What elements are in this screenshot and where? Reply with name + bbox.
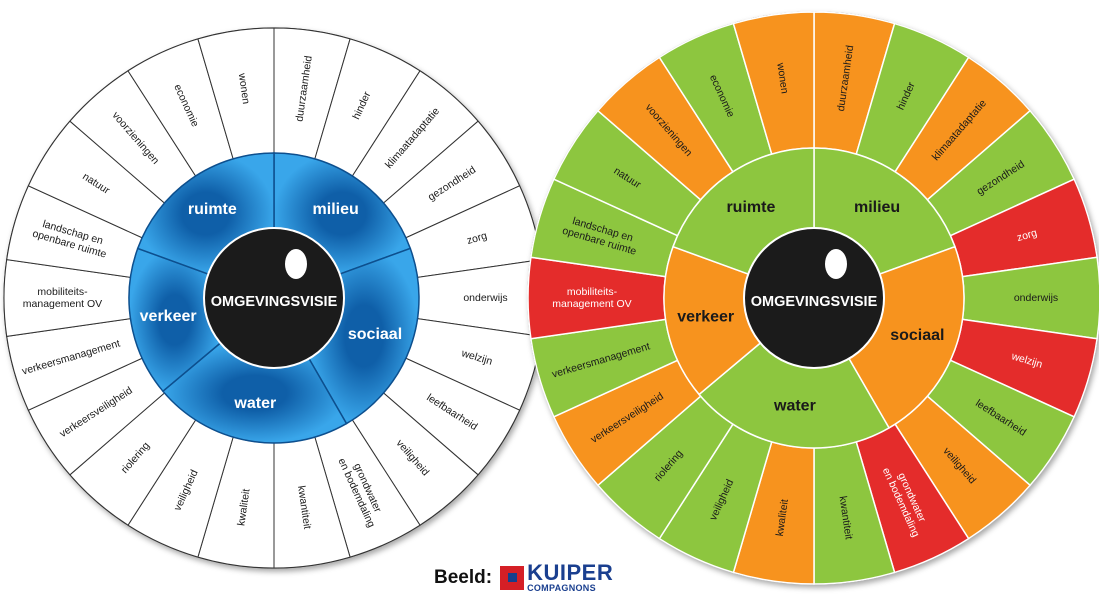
- image-credit: Beeld: KUIPER COMPAGNONS: [434, 562, 613, 593]
- theme-label-water: water: [773, 398, 816, 415]
- kuiper-compagnons-logo: KUIPER COMPAGNONS: [500, 562, 613, 593]
- theme-label-verkeer: verkeer: [140, 308, 197, 325]
- segment-label-onderwijs: onderwijs: [463, 292, 507, 304]
- logo-name: KUIPER: [527, 560, 614, 585]
- theme-label-ruimte: ruimte: [188, 201, 237, 218]
- segment-label-onderwijs: onderwijs: [1014, 292, 1058, 304]
- segment-label-zorg: zorg: [1015, 227, 1038, 244]
- pupil-highlight: [285, 249, 307, 279]
- center-label: OMGEVINGSVISIE: [211, 294, 338, 310]
- theme-label-ruimte: ruimte: [726, 199, 775, 216]
- segment-label-wonen: wonen: [236, 71, 252, 104]
- segment-label-mobiliteits-management-ov: mobiliteits-management OV: [23, 286, 102, 310]
- theme-label-sociaal: sociaal: [348, 326, 402, 343]
- theme-label-sociaal: sociaal: [890, 327, 944, 344]
- theme-label-water: water: [233, 395, 276, 412]
- center-label: OMGEVINGSVISIE: [751, 294, 878, 310]
- segment-label-kwaliteit: kwaliteit: [235, 488, 252, 527]
- segment-label-mobiliteits-management-ov: mobiliteits-management OV: [552, 286, 631, 310]
- logo-sub: COMPAGNONS: [527, 583, 596, 593]
- credit-label: Beeld:: [434, 566, 493, 588]
- segment-label-kwaliteit: kwaliteit: [774, 498, 791, 537]
- segment-label-zorg: zorg: [465, 230, 488, 247]
- logo-mark-icon: [500, 565, 525, 590]
- pupil: [203, 227, 345, 369]
- pupil-highlight: [825, 249, 847, 279]
- pupil: [743, 227, 885, 369]
- theme-label-milieu: milieu: [854, 199, 900, 216]
- theme-label-milieu: milieu: [313, 201, 359, 218]
- theme-label-verkeer: verkeer: [677, 308, 734, 325]
- segment-label-wonen: wonen: [774, 61, 790, 94]
